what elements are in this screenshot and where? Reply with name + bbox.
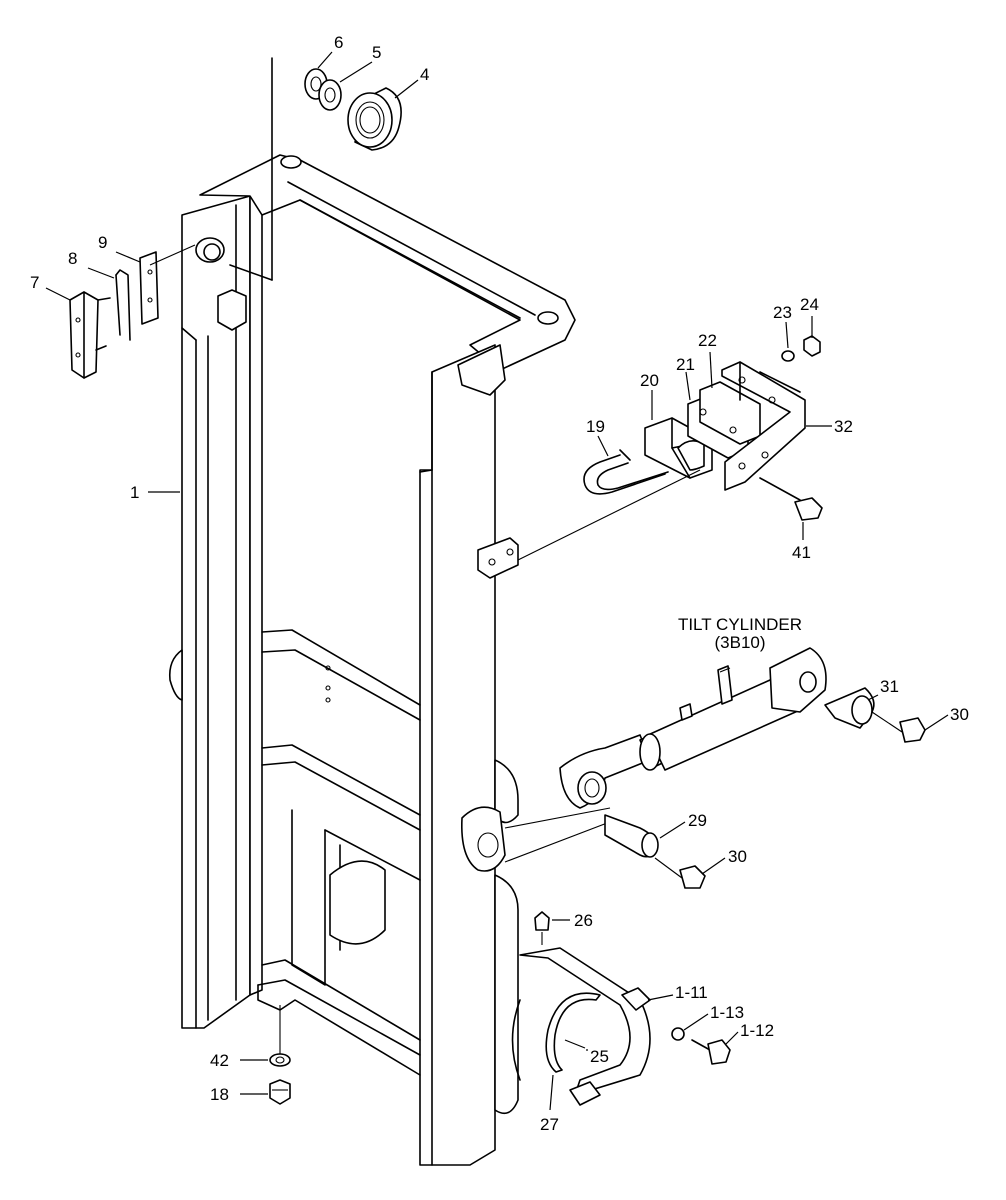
callout-31: 31 <box>880 677 899 696</box>
callout-4: 4 <box>420 65 429 84</box>
mast-frame <box>168 57 576 1166</box>
callout-29: 29 <box>688 811 707 830</box>
caption: TILT CYLINDER (3B10) <box>678 615 802 652</box>
callout-8: 8 <box>68 249 77 268</box>
caption-ref: (3B10) <box>714 633 765 652</box>
leader-lines <box>45 51 949 1111</box>
retainer-parts <box>69 244 196 379</box>
callout-20: 20 <box>640 371 659 390</box>
lower-pin <box>461 806 706 889</box>
tilt-cylinder <box>504 647 926 863</box>
callout-42: 42 <box>210 1051 229 1070</box>
callout-23: 23 <box>773 303 792 322</box>
clamp-bracket-assembly <box>477 335 823 579</box>
callout-labels: 6 5 4 9 8 7 1 23 24 22 21 20 19 32 41 31… <box>30 33 969 1134</box>
callout-30-upper: 30 <box>950 705 969 724</box>
callout-22: 22 <box>698 331 717 350</box>
callout-1-12: 1-12 <box>740 1021 774 1040</box>
callout-9: 9 <box>98 233 107 252</box>
bearing-assembly <box>304 68 402 151</box>
callout-5: 5 <box>372 43 381 62</box>
callout-1-13: 1-13 <box>710 1003 744 1022</box>
callout-27: 27 <box>540 1115 559 1134</box>
callout-25: 25 <box>590 1047 609 1066</box>
callout-26: 26 <box>574 911 593 930</box>
callout-30-lower: 30 <box>728 847 747 866</box>
callout-32: 32 <box>834 417 853 436</box>
callout-18: 18 <box>210 1085 229 1104</box>
callout-24: 24 <box>800 295 819 314</box>
callout-41: 41 <box>792 543 811 562</box>
callout-1: 1 <box>130 483 139 502</box>
callout-1-11: 1-11 <box>675 983 708 1002</box>
callout-21: 21 <box>676 355 695 374</box>
caption-title: TILT CYLINDER <box>678 615 802 634</box>
callout-6: 6 <box>334 33 343 52</box>
callout-7: 7 <box>30 273 39 292</box>
callout-19: 19 <box>586 417 605 436</box>
axle-support <box>269 911 731 1106</box>
